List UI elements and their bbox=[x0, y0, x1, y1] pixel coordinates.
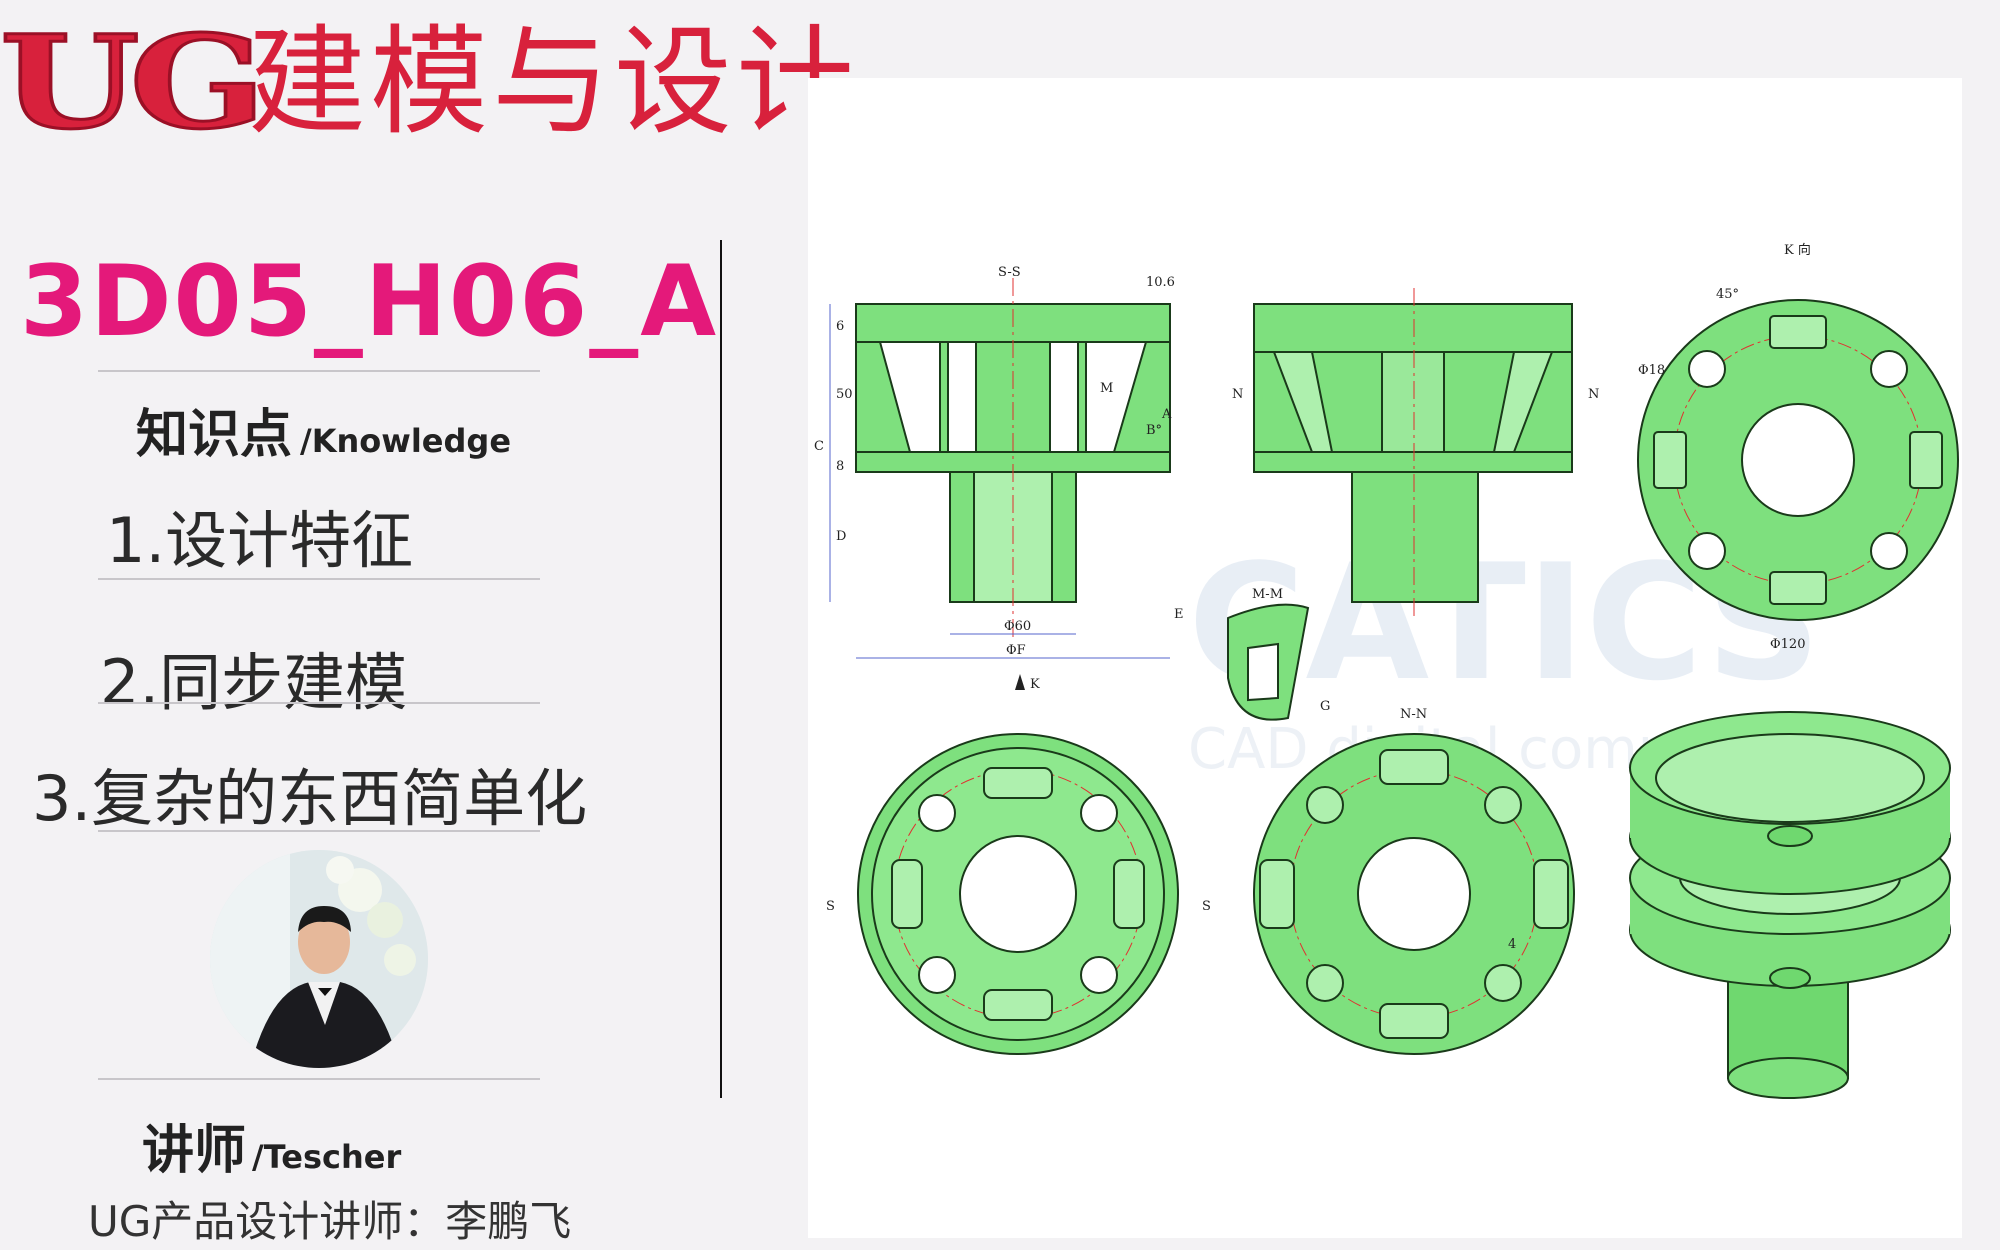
dim-a: A bbox=[1161, 407, 1172, 422]
teacher-name: UG产品设计讲师：李鹏飞 bbox=[88, 1197, 572, 1246]
n-right-label: N bbox=[1588, 387, 1599, 402]
dim-6: 6 bbox=[836, 319, 844, 334]
divider bbox=[98, 370, 540, 372]
section-s-label: S-S bbox=[998, 265, 1021, 280]
divider bbox=[98, 1078, 540, 1080]
divider bbox=[98, 578, 540, 580]
technical-drawing: CATICS CAD digital competition S-S 10.6 … bbox=[808, 78, 1962, 1238]
k-view bbox=[1637, 299, 1959, 621]
view-k-label: K 向 bbox=[1784, 242, 1811, 258]
dim-60: Φ60 bbox=[1004, 619, 1031, 634]
knowledge-point-3: 3.复杂的东西简单化 bbox=[32, 762, 588, 835]
teacher-label-cn: 讲师 bbox=[142, 1121, 247, 1181]
dim-4: 4 bbox=[1508, 937, 1516, 952]
dim-8: 8 bbox=[836, 459, 844, 474]
dim-b: B° bbox=[1146, 423, 1162, 438]
isometric-view bbox=[1629, 711, 1951, 1099]
section-m-label: M-M bbox=[1252, 587, 1283, 602]
dim-d: D bbox=[836, 529, 846, 544]
divider bbox=[98, 830, 540, 832]
dim-top: 10.6 bbox=[1146, 275, 1175, 290]
ug-logo: UG bbox=[0, 8, 268, 158]
dim-g: G bbox=[1320, 699, 1330, 714]
k-arrow-icon bbox=[1015, 674, 1025, 690]
dim-e: E bbox=[1174, 607, 1184, 622]
dim-50: 50 bbox=[836, 387, 853, 402]
page-title: 建模与设计 bbox=[248, 13, 859, 151]
section-m-view bbox=[1227, 603, 1310, 721]
teacher-avatar bbox=[210, 850, 428, 1068]
s-left-label: S bbox=[826, 899, 835, 914]
dim-c: C bbox=[814, 439, 824, 454]
knowledge-label-cn: 知识点 bbox=[136, 405, 293, 465]
plan-view-s bbox=[857, 733, 1179, 1055]
knowledge-point-2: 2.同步建模 bbox=[100, 646, 408, 719]
knowledge-label-en: /Knowledge bbox=[300, 422, 512, 460]
dia-18: Φ18 bbox=[1638, 363, 1665, 378]
dim-m: M bbox=[1100, 381, 1113, 396]
teacher-heading: 讲师/Tescher bbox=[142, 1108, 401, 1183]
section-n-view bbox=[1253, 733, 1575, 1055]
lesson-code: 3D05_H06_A bbox=[20, 245, 719, 359]
dim-f: ΦF bbox=[1006, 643, 1026, 658]
divider bbox=[98, 702, 540, 704]
dia-120: Φ120 bbox=[1770, 637, 1805, 652]
section-n-label: N-N bbox=[1400, 707, 1427, 722]
knowledge-point-1: 1.设计特征 bbox=[106, 504, 414, 577]
vertical-divider bbox=[720, 240, 722, 1098]
knowledge-heading: 知识点/Knowledge bbox=[136, 392, 511, 467]
n-left-label: N bbox=[1232, 387, 1243, 402]
teacher-label-en: /Tescher bbox=[252, 1138, 402, 1176]
k-arrow-label: K bbox=[1030, 677, 1040, 692]
s-right-label: S bbox=[1202, 899, 1211, 914]
front-view bbox=[1253, 303, 1573, 603]
angle-45: 45° bbox=[1716, 287, 1739, 302]
